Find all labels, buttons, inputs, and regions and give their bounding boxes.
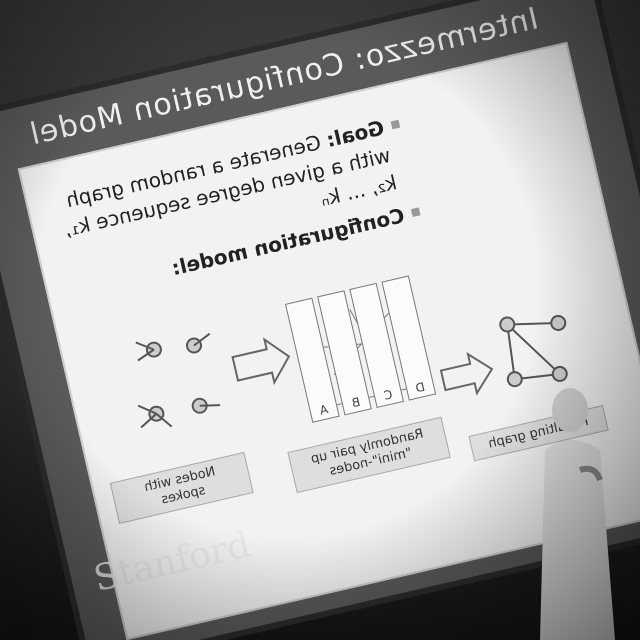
- bullet-marker-icon: [410, 207, 421, 218]
- bullet-marker-icon: [390, 119, 401, 130]
- column-letter: A: [318, 402, 330, 418]
- speaker-silhouette: [540, 380, 640, 640]
- spoke-nodes: [135, 332, 221, 429]
- arrow-icon: [439, 351, 494, 396]
- column-letter: C: [382, 387, 394, 403]
- speaker-figure: [540, 388, 615, 640]
- arrow-icon: [231, 337, 291, 386]
- column-letter: B: [350, 394, 362, 411]
- column-letter: D: [414, 379, 427, 396]
